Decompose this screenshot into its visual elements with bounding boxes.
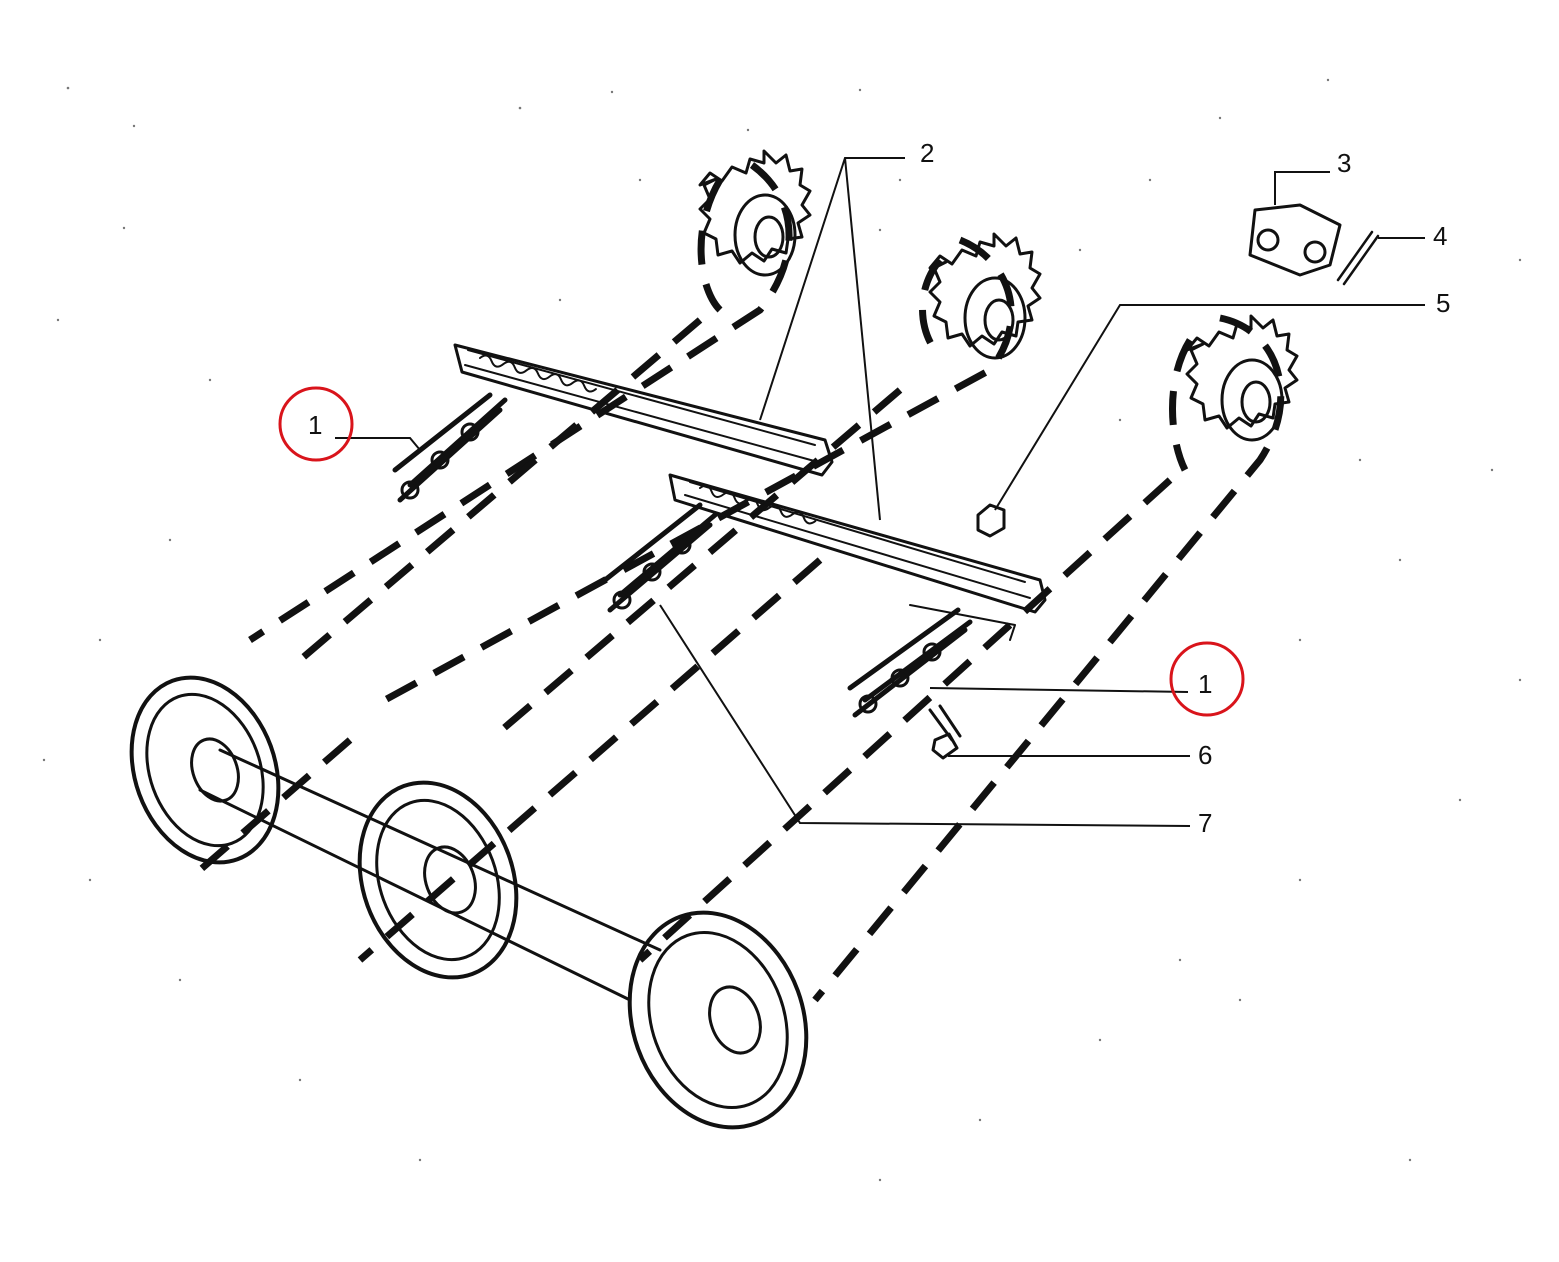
callout-1-left: 1 [308,410,322,440]
callout-1-right: 1 [1198,669,1212,699]
slat-bar-upper [453,343,834,477]
drive-shaft [198,748,662,1002]
highlight-circle-left [278,386,354,462]
bolt [928,704,962,760]
chain-segment-middle [602,502,718,613]
hex-nut [976,503,1006,538]
cotter-pin [1336,230,1380,286]
highlight-circle-right [1169,641,1245,717]
chain-segment-left [392,392,508,503]
callout-2: 2 [920,138,934,168]
upper-sprocket-right [1185,314,1299,442]
paper-speckle [42,78,1522,1182]
chain-segment-right [847,607,973,718]
connector-link [1248,203,1342,277]
wheel-middle [357,780,519,980]
callout-3: 3 [1337,148,1351,178]
callout-4: 4 [1433,221,1447,251]
wheel-left [129,675,281,865]
slat-bar-lower [668,473,1047,641]
upper-sprocket-left [698,149,812,277]
upper-sprocket-middle [928,232,1042,360]
callout-5: 5 [1436,288,1450,318]
callout-7: 7 [1198,808,1212,838]
wheel-right [627,910,809,1130]
leader-lines [335,157,1425,827]
callout-6: 6 [1198,740,1212,770]
